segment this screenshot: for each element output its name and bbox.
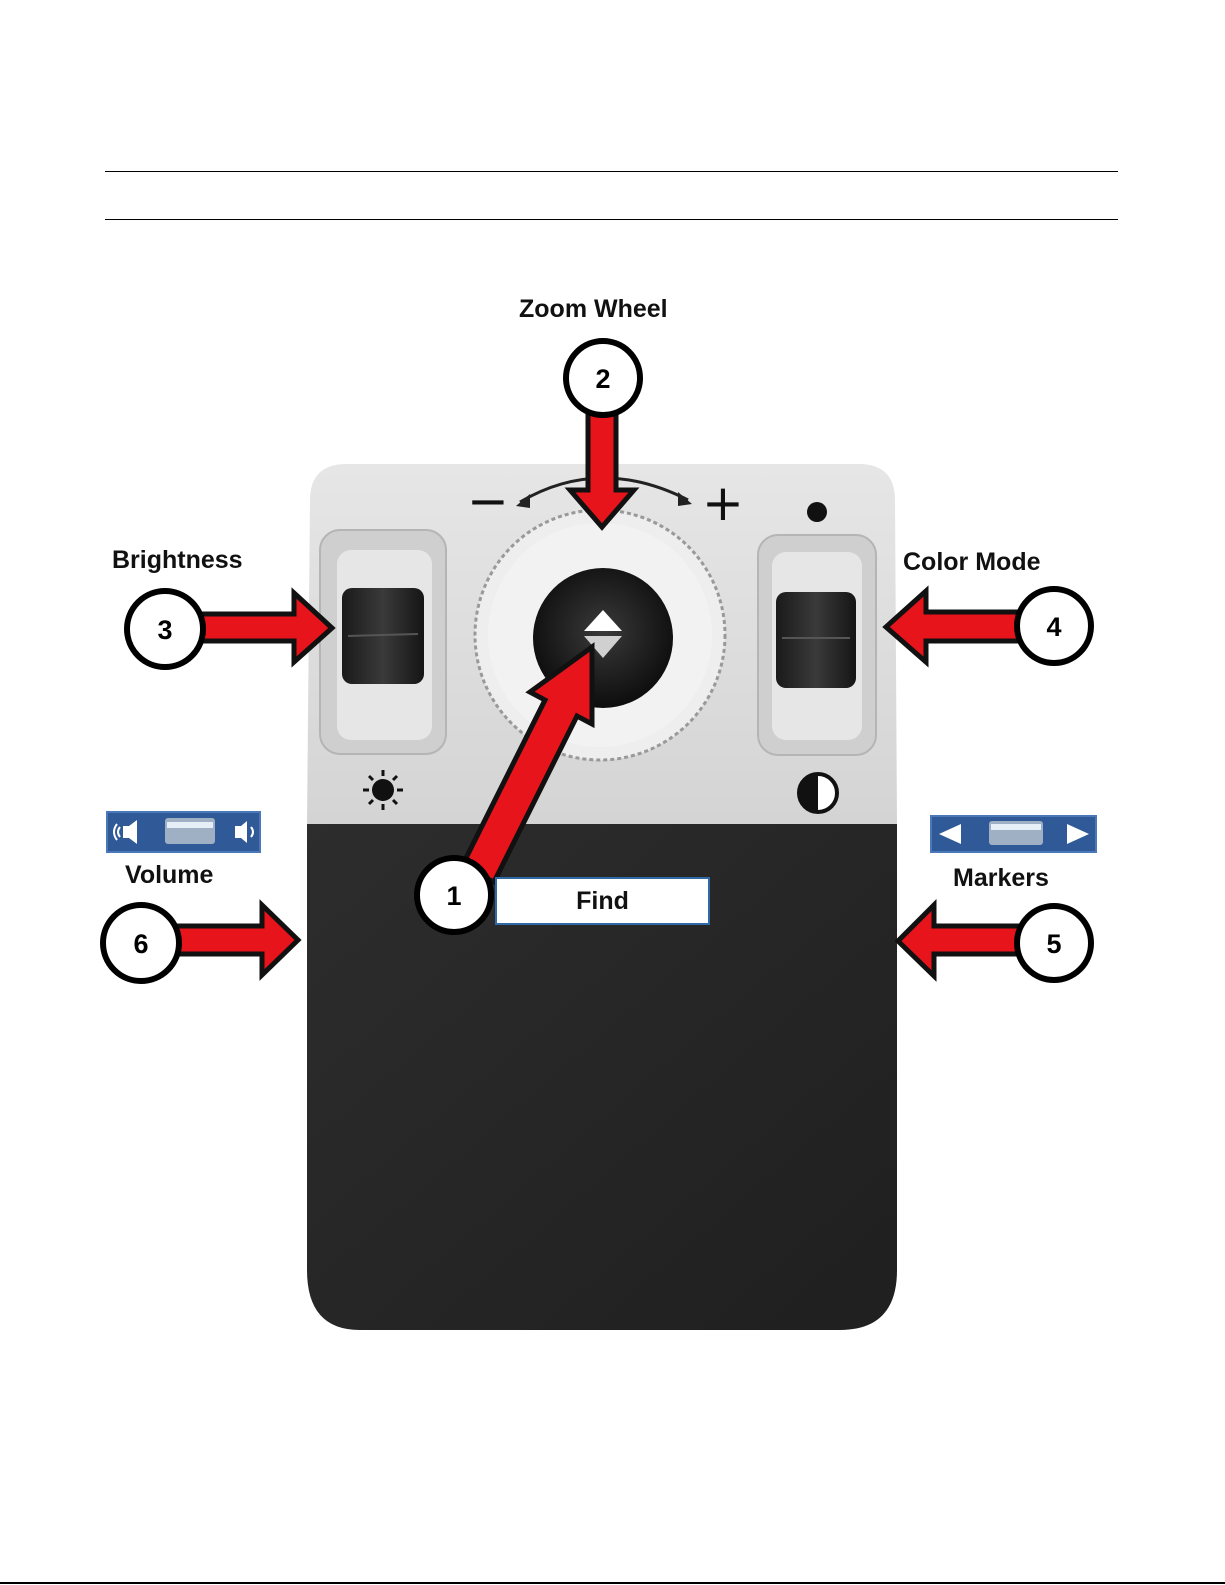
label-volume: Volume — [125, 861, 213, 890]
volume-arrow — [170, 905, 298, 975]
markers-arrow — [898, 905, 1020, 976]
callout-number-1: 1 — [446, 881, 461, 911]
volume-indicator — [107, 812, 260, 852]
zoom-minus-symbol: − — [467, 472, 509, 530]
callout-number-6: 6 — [133, 929, 148, 959]
color-mode-slider-knob — [776, 592, 856, 688]
callout-number-2: 2 — [595, 364, 610, 394]
label-zoom-wheel: Zoom Wheel — [519, 295, 668, 324]
color-mode-arrow — [886, 591, 1020, 662]
sun-icon — [363, 770, 403, 810]
callout-number-5: 5 — [1046, 929, 1061, 959]
dot-indicator-icon — [807, 502, 827, 522]
markers-indicator — [931, 816, 1096, 852]
label-find: Find — [576, 887, 629, 916]
find-label-box: Find — [495, 877, 710, 925]
callout-number-3: 3 — [157, 615, 172, 645]
footer-rule — [0, 1582, 1225, 1584]
zoom-plus-symbol: + — [702, 474, 744, 532]
callout-number-4: 4 — [1046, 612, 1061, 642]
contrast-icon — [799, 774, 837, 812]
label-color-mode: Color Mode — [903, 548, 1041, 577]
label-brightness: Brightness — [112, 546, 243, 575]
label-markers: Markers — [953, 864, 1049, 893]
